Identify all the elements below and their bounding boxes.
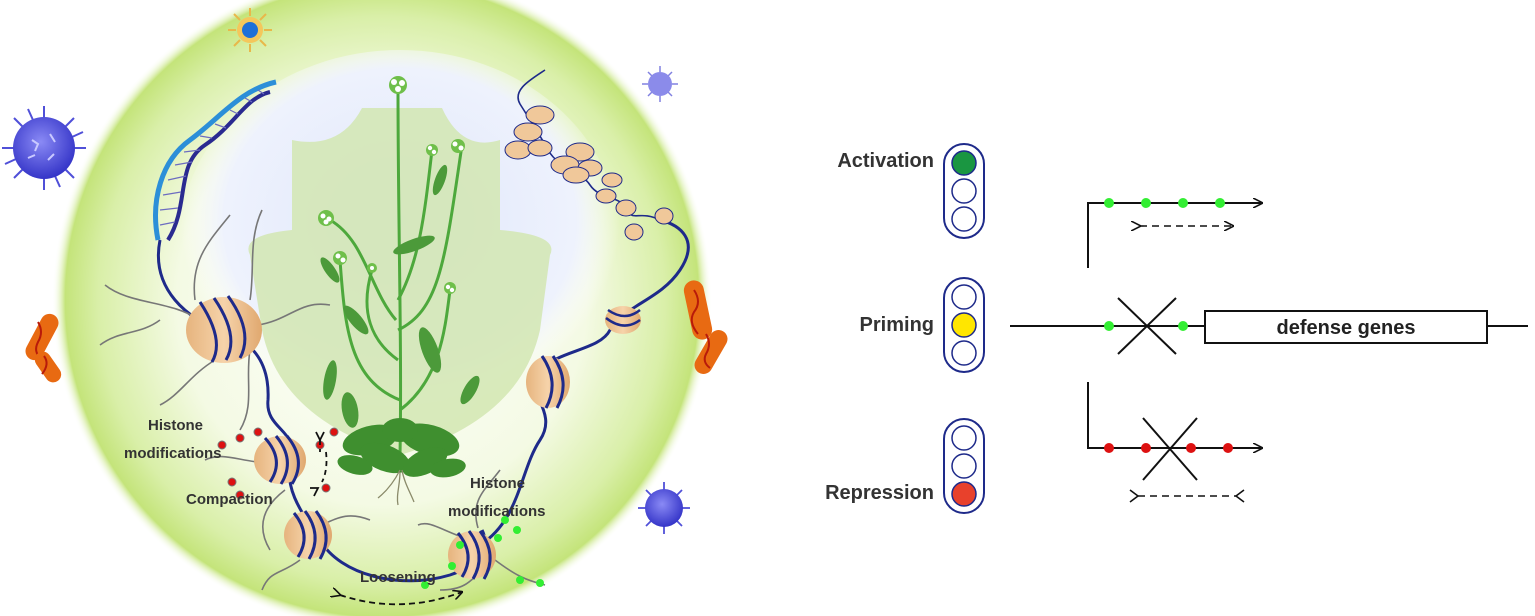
virus-icon-small-top — [642, 66, 678, 102]
loosening-arrow — [340, 592, 462, 606]
nucleosome-icon — [448, 530, 496, 580]
histone-modifications-label-right-line2: modifications — [448, 503, 546, 520]
defense-genes-label: defense genes — [1277, 317, 1416, 339]
chromatin-fiber-right — [340, 69, 690, 606]
traffic-light-lamp-off — [951, 340, 977, 366]
traffic-light-lamp-on — [951, 312, 977, 338]
priming-active-marks — [1104, 321, 1188, 331]
traffic-light-lamp-off — [951, 453, 977, 479]
loosening-label: Loosening — [360, 569, 436, 586]
bacteria-icon-right — [683, 280, 728, 374]
virus-icon-large — [2, 106, 86, 190]
defense-genes-box — [1204, 310, 1488, 344]
repression-repressive-marks — [1104, 443, 1233, 453]
histone-modifications-label-left-line1: Histone — [148, 417, 203, 434]
dna-helix — [153, 79, 277, 242]
right-schematic: Activation Priming Repression — [825, 143, 1528, 514]
nucleosome-icon — [186, 295, 262, 363]
nucleosome-icon — [254, 435, 306, 485]
traffic-light-repression — [943, 418, 985, 514]
histone-modifications-label-left-line2: modifications — [124, 445, 222, 462]
nucleosome-icon — [284, 510, 332, 560]
traffic-light-lamp-off — [951, 206, 977, 232]
traffic-light-lamp-on — [951, 481, 977, 507]
traffic-light-priming — [943, 277, 985, 373]
compaction-arrows — [310, 431, 328, 497]
virus-icon-bottom-right — [638, 482, 690, 534]
repression-transcription-arrow — [1087, 382, 1262, 448]
traffic-light-lamp-on — [951, 150, 977, 176]
repressive-mark-dots — [217, 427, 339, 500]
traffic-light-lamp-off — [951, 178, 977, 204]
nucleosome-icon — [605, 306, 641, 334]
bacteria-icon-left — [25, 313, 62, 383]
activation-active-marks — [1104, 198, 1225, 208]
traffic-light-activation — [943, 143, 985, 239]
traffic-light-lamp-off — [951, 425, 977, 451]
nucleosome-icon — [526, 355, 570, 409]
gene-diagram — [1010, 203, 1528, 503]
condensed-chromatin-rosette — [504, 105, 674, 241]
flower-clusters — [318, 76, 465, 294]
activation-transcription-arrow — [1087, 203, 1262, 268]
repression-label: Repression — [825, 482, 934, 504]
traffic-light-lamp-off — [951, 284, 977, 310]
priming-label: Priming — [860, 314, 934, 336]
active-mark-dots — [421, 516, 544, 589]
arabidopsis-plant — [318, 76, 480, 506]
activation-label: Activation — [837, 150, 934, 172]
phage-icon-top — [228, 8, 272, 52]
chromatin-fiber-left — [99, 209, 487, 591]
histone-modifications-label-right-line1: Histone — [470, 475, 525, 492]
left-illustration: Histone modifications Compaction Histone… — [2, 0, 728, 616]
compaction-label: Compaction — [186, 491, 273, 508]
